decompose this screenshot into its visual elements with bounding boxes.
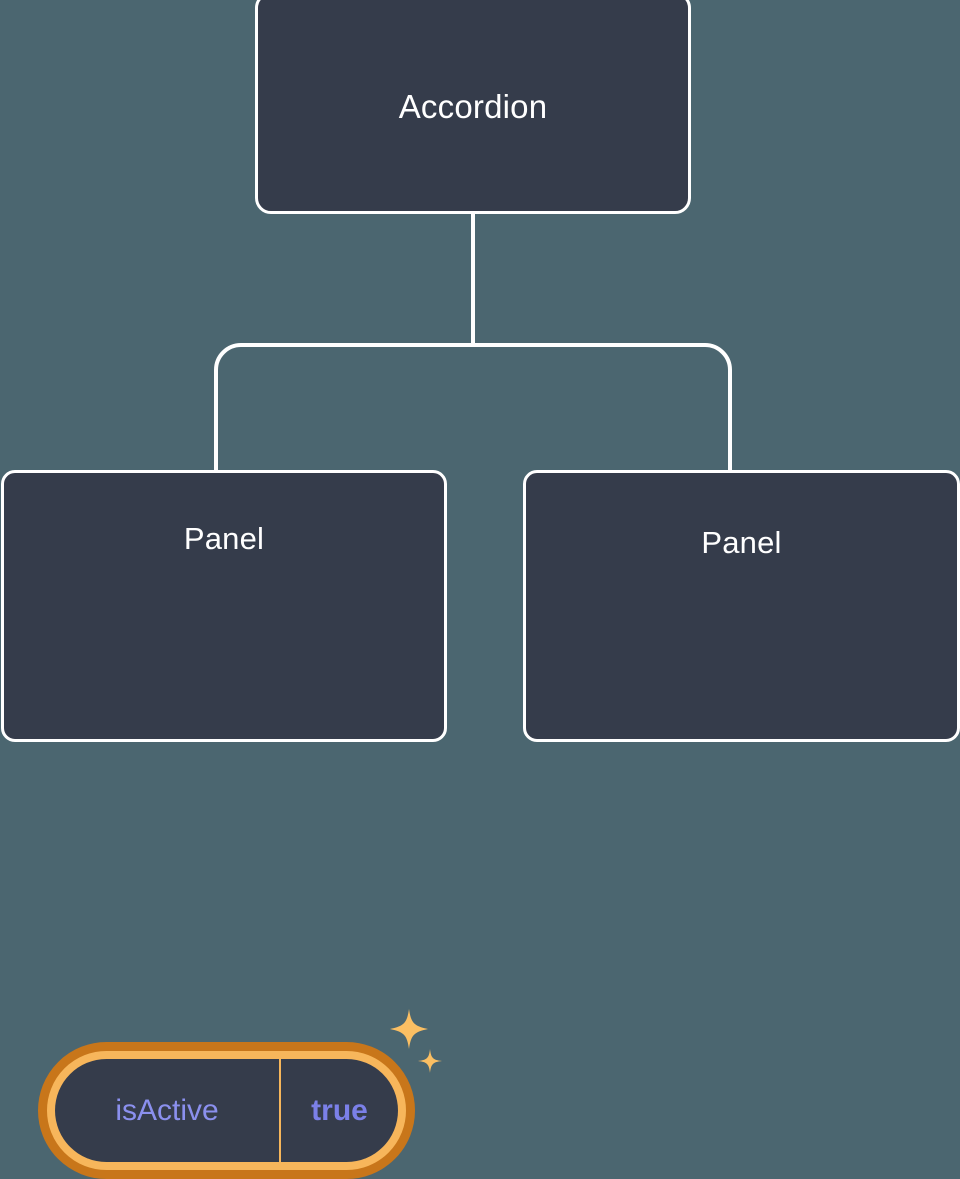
node-accordion[interactable]: Accordion xyxy=(255,0,691,214)
node-accordion-label: Accordion xyxy=(398,88,548,125)
node-panel-active-label: Panel xyxy=(183,521,265,556)
prop-key: isActive xyxy=(115,1093,219,1127)
prop-pill-isactive-true[interactable]: isActive true xyxy=(38,1042,415,1179)
node-panel-inactive[interactable]: Panel isActive false xyxy=(523,470,960,742)
sparkle-small-icon xyxy=(418,1049,442,1073)
prop-value: true xyxy=(279,1059,398,1162)
sparkle-large-icon xyxy=(390,1009,428,1049)
node-panel-inactive-label: Panel xyxy=(701,525,782,560)
sparkles-group xyxy=(390,1009,442,1073)
prop-pill-inner: isActive true xyxy=(55,1059,398,1162)
connector-branches xyxy=(214,343,732,470)
node-panel-active[interactable]: Panel isActive true xyxy=(1,470,447,1179)
